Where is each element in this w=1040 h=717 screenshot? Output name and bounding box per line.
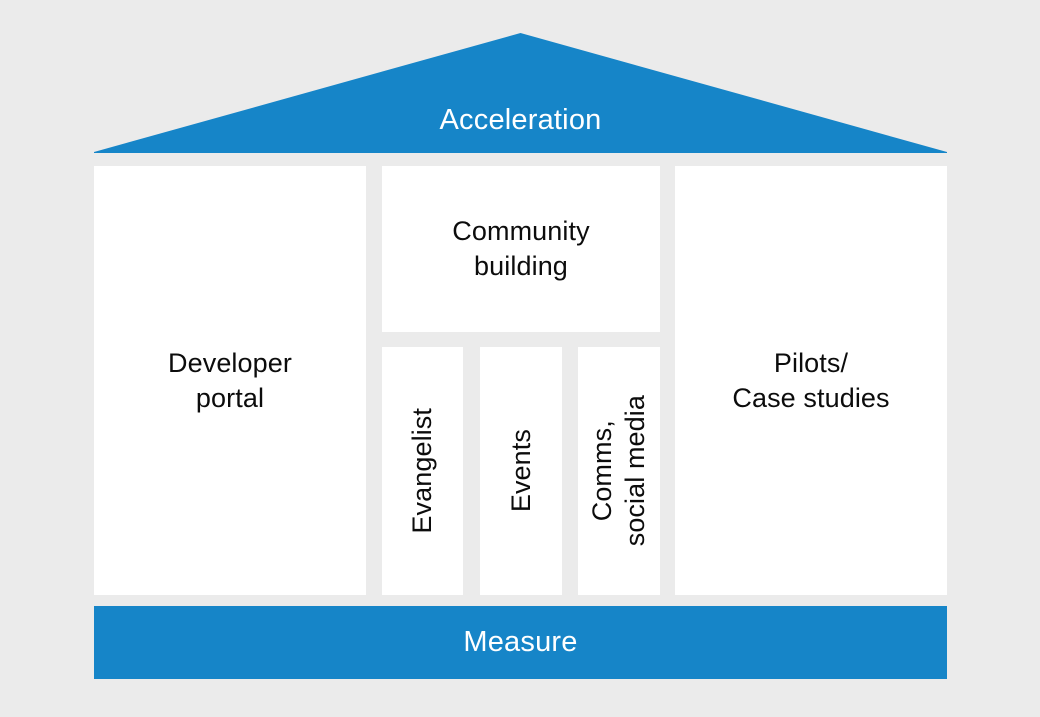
pillar-comms-social-media[interactable]: Comms, social media [578, 347, 660, 595]
pillar-events[interactable]: Events [480, 347, 562, 595]
pillar-developer-portal[interactable]: Developer portal [94, 166, 366, 595]
roof-acceleration[interactable]: Acceleration [94, 33, 947, 153]
pillar-pilots-case-studies[interactable]: Pilots/ Case studies [675, 166, 947, 595]
base-measure-bar[interactable]: Measure [94, 606, 947, 679]
pillar-developer-portal-label: Developer portal [168, 347, 292, 413]
roof-triangle-icon [94, 33, 947, 153]
pillar-comms-social-media-label: Comms, social media [587, 395, 650, 547]
pillar-evangelist-label: Evangelist [407, 408, 438, 534]
pillar-community-building[interactable]: Community building [382, 166, 660, 332]
pillar-evangelist[interactable]: Evangelist [382, 347, 463, 595]
pillar-events-label: Events [505, 429, 536, 513]
pillar-community-building-label: Community building [452, 216, 590, 281]
pillar-pilots-case-studies-label: Pilots/ Case studies [732, 347, 890, 413]
base-measure-label: Measure [463, 626, 578, 658]
